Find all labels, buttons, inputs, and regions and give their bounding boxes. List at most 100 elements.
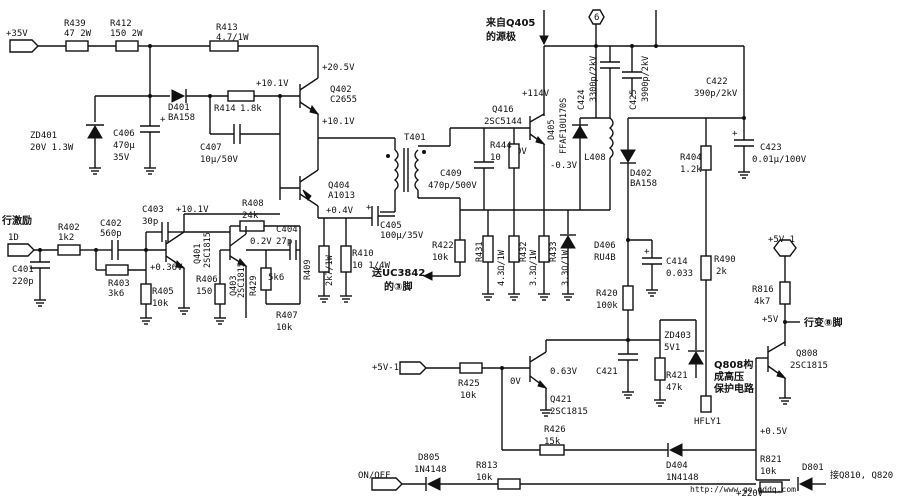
label-c424-val: 3300p/2kV (589, 56, 599, 102)
label-q403-type: 2SC1815 (237, 262, 247, 298)
diode-d405 (572, 125, 588, 139)
label-watermark: http://www.go-gddq.com (690, 485, 796, 494)
label-r406-val: 150 (196, 287, 212, 297)
label-c423-val: 0.01μ/100V (752, 155, 807, 165)
on-off-connector (371, 477, 403, 491)
label-q416-type: 2SC5144 (484, 117, 522, 127)
label-d402: D402 (630, 169, 652, 179)
c423-plus: + (732, 129, 738, 139)
label-r433-val: 3.3Ω/1W (561, 249, 571, 286)
label-zd403-val: 5V1 (664, 343, 680, 353)
resistor-r813 (497, 478, 521, 490)
label-c409: C409 (440, 169, 462, 179)
label-r408-val: 24k (242, 211, 259, 221)
label-r444: R444 (490, 141, 512, 151)
label-r421: R421 (666, 371, 688, 381)
label-c403: C403 (142, 205, 164, 215)
mid-bus-section: R422 10k 送UC3842 的③脚 R431 4.3Ω/1W R432 3… (371, 190, 616, 301)
label-c425: C425 (629, 90, 639, 110)
label-v220: +220V (736, 489, 764, 499)
plus5v-1-connector-a (399, 361, 427, 375)
q421-section: +5V-1 R425 10k 0V 0.63V Q421 2SC1815 R42… (372, 339, 756, 483)
label-q404: Q404 (328, 181, 350, 191)
label-v114: +114V (522, 89, 550, 99)
label-r413: R413 (216, 23, 238, 33)
label-c423: C423 (760, 143, 782, 153)
label-r426: R426 (544, 425, 566, 435)
transistor-q402: Q402 C2655 +10.1V (299, 77, 357, 138)
label-to-uc3842-2: 的③脚 (384, 280, 412, 293)
label-plus35v: +35V (6, 29, 28, 39)
label-r420-val: 100k (596, 301, 618, 311)
resistor-r420 (622, 285, 634, 311)
diode-d404 (668, 443, 683, 457)
resistor-r421 (654, 357, 666, 381)
label-r412-val: 150 2W (110, 29, 143, 39)
label-to-q810: 接Q810, Q820 (830, 469, 893, 481)
label-c414-val: 0.033 (666, 269, 693, 279)
label-c414: C414 (666, 257, 688, 267)
label-c402: C402 (100, 219, 122, 229)
diode-d402 (620, 149, 636, 163)
resistor-r433 (538, 235, 550, 263)
label-c405-val: 100μ/35V (380, 231, 424, 241)
resistor-r406 (214, 283, 226, 305)
diode-d805 (426, 477, 441, 491)
label-v0-4: +0.4V (326, 206, 354, 216)
label-c425-val: 3900p/2kV (641, 56, 651, 102)
label-d405: D405 (547, 120, 557, 140)
node-6-marker (588, 9, 605, 25)
resistor-r414 (227, 90, 255, 102)
label-v10-1b: +10.1V (322, 117, 355, 127)
resistor-r425 (459, 362, 483, 374)
label-r422: R422 (432, 241, 454, 251)
q808-section: +5V-1 R816 4k7 行变⑧脚 +5V Q808 2SC1815 +0.… (736, 235, 893, 499)
label-c402-val: 560p (100, 229, 122, 239)
label-l408: L408 (584, 153, 606, 163)
hv-section: 来自Q405 的源极 6 C424 3300p/2kV C425 3900p/2… (485, 9, 807, 250)
label-q402: Q402 (330, 85, 352, 95)
label-from-q405: 来自Q405 (485, 16, 535, 29)
label-c406-val2: 35V (113, 153, 130, 163)
label-r439: R439 (64, 19, 86, 29)
label-r821-val: 10k (760, 467, 777, 477)
label-v0: 0V (516, 147, 527, 157)
label-r429: R429 (249, 276, 259, 296)
label-q404-type: A1013 (328, 191, 355, 201)
plus5v-1-connector-b (773, 239, 797, 257)
label-c421: C421 (596, 367, 618, 377)
label-q808-type: 2SC1815 (790, 361, 828, 371)
label-r431-val: 4.3Ω/1W (497, 249, 507, 286)
label-q808: Q808 (796, 349, 818, 359)
label-r403: R403 (108, 279, 130, 289)
drive-connector (7, 243, 35, 257)
resistor-r412 (115, 40, 139, 52)
label-zd403: ZD403 (664, 331, 691, 341)
c407-section: C407 10μ/50V (200, 96, 281, 200)
label-flyback-pin8: 行变⑧脚 (803, 316, 842, 329)
label-c422: C422 (706, 77, 728, 87)
transformer-t401-secondary (414, 149, 420, 191)
label-r413-val: 4.7/1W (216, 33, 249, 43)
label-r414: R414 (214, 104, 236, 114)
label-d406: D406 (594, 241, 616, 251)
label-q416: Q416 (492, 105, 514, 115)
label-on-off: ON/OFF (358, 471, 391, 481)
resistor-r821 (759, 481, 783, 493)
label-r425-val: 10k (460, 391, 477, 401)
resistor-r490 (700, 255, 712, 281)
label-r405: R405 (152, 287, 174, 297)
label-v0-5: +0.5V (760, 427, 788, 437)
label-r813: R813 (476, 461, 498, 471)
label-v10-1c: +10.1V (176, 205, 209, 215)
q403-section: R408 24k 0.2V Q403 2SC1815 R406 150 R429… (184, 199, 301, 333)
zd401-c406-section: ZD401 20V 1.3W + C406 470μ 35V (30, 96, 166, 175)
q401-section: C403 30p +10.1V Q401 2SC1815 (142, 205, 280, 315)
label-r403-val: 3k6 (108, 289, 124, 299)
label-q808-group2: 成高压 (714, 370, 744, 383)
label-v5: +5V (762, 315, 779, 325)
label-c422-val: 390p/2kV (694, 89, 738, 99)
drive-input-section: 行激励 1D C401 220p R402 1k2 C402 560p R403… (1, 214, 183, 325)
label-r490: R490 (714, 255, 736, 265)
plus35v-connector (9, 39, 39, 53)
